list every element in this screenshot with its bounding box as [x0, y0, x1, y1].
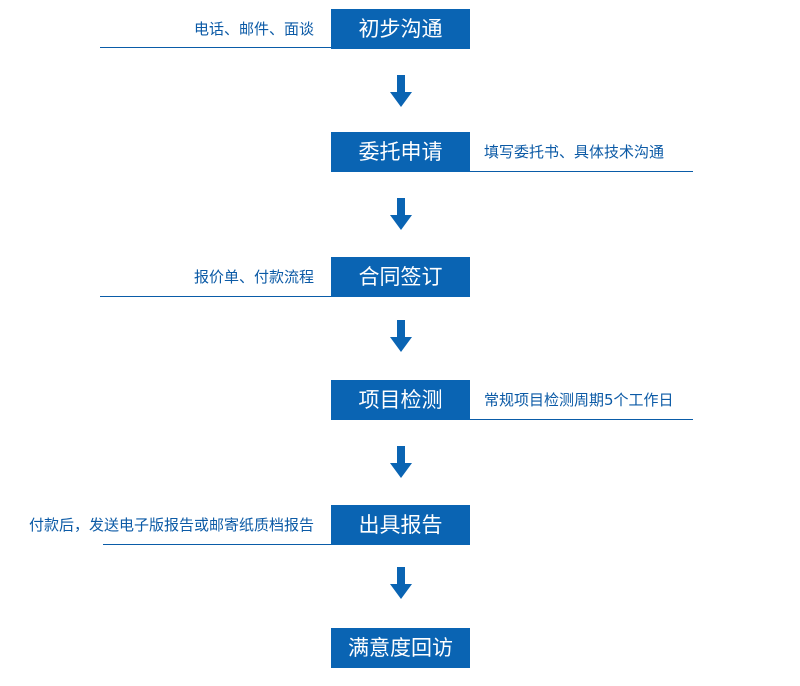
step-note-underline: [470, 419, 693, 420]
step-box-commission-request: 委托申请: [331, 132, 470, 172]
down-arrow-icon: [390, 320, 412, 352]
down-arrow-icon: [390, 198, 412, 230]
step-note-contract-signing: 报价单、付款流程: [193, 268, 314, 286]
step-note-project-testing: 常规项目检测周期5个工作日: [484, 391, 674, 409]
step-note-underline: [103, 544, 331, 545]
down-arrow-icon: [390, 567, 412, 599]
down-arrow-icon: [390, 75, 412, 107]
step-box-issue-report: 出具报告: [331, 505, 470, 545]
step-box-project-testing: 项目检测: [331, 380, 470, 420]
step-note-issue-report: 付款后，发送电子版报告或邮寄纸质档报告: [28, 516, 314, 534]
step-box-satisfaction-followup: 满意度回访: [331, 628, 470, 668]
step-note-commission-request: 填写委托书、具体技术沟通: [484, 143, 665, 161]
down-arrow-icon: [390, 446, 412, 478]
step-box-initial-contact: 初步沟通: [331, 9, 470, 49]
step-note-underline: [470, 171, 693, 172]
step-note-underline: [100, 47, 331, 48]
step-box-contract-signing: 合同签订: [331, 257, 470, 297]
step-note-initial-contact: 电话、邮件、面谈: [193, 20, 314, 38]
step-note-underline: [100, 296, 331, 297]
